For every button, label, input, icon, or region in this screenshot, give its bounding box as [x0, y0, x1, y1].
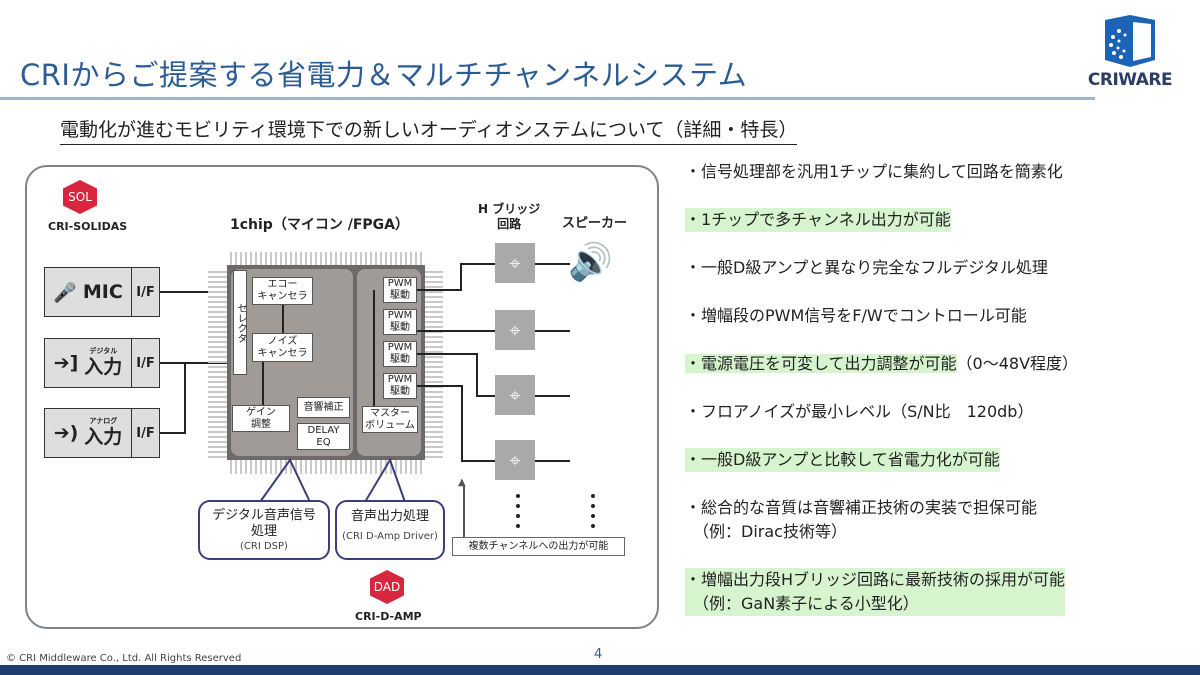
input-type: デジタル	[89, 347, 118, 355]
wire	[460, 263, 495, 265]
master-volume-block: マスター ボリューム	[362, 406, 418, 433]
criware-logo-text: CRIWARE	[1087, 70, 1173, 90]
wire	[262, 362, 264, 405]
microphone-icon: 🎤	[53, 281, 77, 304]
callout-subtitle: (CRI D-Amp Driver)	[342, 531, 438, 542]
slide-title: CRIからご提案する省電力＆マルチチャンネルシステム	[20, 58, 748, 92]
chip-pins	[230, 252, 425, 265]
wire	[535, 460, 570, 462]
copyright: © CRI Middleware Co., Ltd. All Rights Re…	[6, 653, 242, 664]
interface-label: I/F	[131, 409, 159, 457]
input-label: 入力	[84, 356, 123, 378]
analog-input-block: ➔) アナログ入力 I/F	[44, 408, 160, 458]
digital-input-block: ➔] デジタル入力 I/F	[44, 338, 160, 388]
chip-pins	[208, 268, 227, 458]
feature-bullet: ・一般D級アンプと異なり完全なフルデジタル処理	[685, 258, 1048, 277]
feature-bullet: ・一般D級アンプと比較して省電力化が可能	[685, 448, 1000, 472]
echo-canceller-block: エコー キャンセラ	[252, 277, 313, 305]
arrow-up-icon: ▲	[458, 477, 466, 488]
chip-pins	[230, 460, 425, 474]
speaker-label: スピーカー	[562, 216, 628, 231]
wire	[461, 385, 463, 460]
bullet-text: ・増幅出力段Hブリッジ回路に最新技術の採用が可能	[685, 570, 1066, 589]
wire	[184, 362, 186, 434]
dad-badge: DAD	[370, 570, 404, 604]
feature-bullet: ・フロアノイズが最小レベル（S/N比 120db）	[685, 402, 1034, 421]
bullet-text: ・総合的な音質は音響補正技術の実装で担保可能	[685, 498, 1038, 517]
wire	[373, 290, 375, 406]
interface-label: I/F	[131, 339, 159, 387]
footer-bar	[0, 665, 1200, 675]
mic-input-block: 🎤MIC I/F	[44, 267, 160, 317]
wire	[535, 330, 570, 332]
wire	[535, 263, 570, 265]
page-number: 4	[594, 647, 603, 662]
feature-bullet: ・信号処理部を汎用1チップに集約して回路を簡素化	[685, 162, 1063, 181]
dsp-callout: デジタル音声信号 処理 (CRI DSP)	[198, 500, 330, 560]
interface-label: I/F	[131, 268, 159, 316]
wire	[476, 353, 478, 395]
wire	[476, 395, 495, 397]
hbridge-circuit-icon: ⌖	[495, 440, 535, 480]
feature-bullet: ・電源電圧を可変して出力調整が可能（0～48V程度）	[685, 352, 1078, 376]
sol-badge: SOL	[63, 180, 97, 214]
criware-cube-icon	[1105, 15, 1155, 67]
bullet-text-line2: （例：GaN素子による小型化）	[685, 594, 919, 613]
callout-pointers	[259, 457, 406, 503]
pwm-driver-block: PWM 駆動	[383, 373, 417, 399]
wire	[535, 395, 570, 397]
wire	[460, 263, 462, 291]
wire	[417, 353, 477, 355]
bullet-text-line2: （例：Dirac技術等）	[685, 522, 847, 541]
dad-name: CRI-D-AMP	[355, 610, 422, 623]
feature-bullet: ・総合的な音質は音響補正技術の実装で担保可能 （例：Dirac技術等）	[685, 496, 1037, 544]
acoustic-correction-block: 音響補正	[297, 397, 350, 418]
callout-subtitle: (CRI DSP)	[240, 541, 288, 552]
multi-channel-note: 複数チャンネルへの出力が可能	[452, 537, 625, 556]
feature-bullet: ・増幅段のPWM信号をF/Wでコントロール可能	[685, 306, 1027, 325]
hbridge-circuit-icon: ⌖	[495, 310, 535, 350]
criware-logo: CRIWARE	[1085, 15, 1175, 95]
hbridge-label: H ブリッジ 回路	[478, 202, 541, 231]
delay-eq-block: DELAY EQ	[297, 423, 350, 450]
selector-block: セレクタ	[233, 270, 247, 375]
wire	[417, 385, 462, 387]
bullet-suffix: （0～48V程度）	[956, 354, 1079, 373]
feature-bullet: ・1チップで多チャンネル出力が可能	[685, 208, 951, 232]
amp-callout: 音声出力処理 (CRI D-Amp Driver)	[335, 500, 445, 560]
feature-bullet: ・増幅出力段Hブリッジ回路に最新技術の採用が可能 （例：GaN素子による小型化）	[685, 568, 1066, 616]
input-label: MIC	[82, 281, 123, 303]
wire	[160, 362, 233, 364]
pwm-driver-block: PWM 駆動	[383, 277, 417, 303]
chip-label: 1chip（マイコン /FPGA）	[230, 217, 409, 233]
analog-input-icon: ➔)	[53, 422, 79, 444]
more-channels-dots	[591, 494, 595, 528]
input-type: アナログ	[89, 417, 118, 425]
speaker-icon: 🔊	[568, 242, 613, 283]
bullet-text: ・電源電圧を可変して出力調整が可能	[685, 354, 957, 373]
sol-name: CRI-SOLIDAS	[48, 220, 128, 233]
callout-title: デジタル音声信号 処理	[212, 508, 316, 539]
wire	[282, 305, 284, 333]
chip-pins	[425, 268, 443, 458]
input-label: 入力	[84, 426, 123, 448]
wire	[461, 460, 495, 462]
hbridge-circuit-icon: ⌖	[495, 375, 535, 415]
wire	[417, 289, 461, 291]
arrow-line	[463, 485, 465, 537]
noise-canceller-block: ノイズ キャンセラ	[252, 333, 313, 362]
wire	[417, 330, 495, 332]
more-channels-dots	[516, 494, 520, 528]
callout-title: 音声出力処理	[350, 509, 429, 524]
wire	[160, 432, 185, 434]
hbridge-circuit-icon: ⌖	[495, 243, 535, 283]
pwm-driver-block: PWM 駆動	[383, 341, 417, 367]
digital-input-icon: ➔]	[53, 352, 79, 374]
wire	[160, 291, 233, 293]
title-divider	[0, 97, 1095, 100]
pwm-driver-block: PWM 駆動	[383, 309, 417, 335]
slide-subtitle: 電動化が進むモビリティ環境下での新しいオーディオシステムについて（詳細・特長）	[60, 115, 798, 145]
gain-block: ゲイン 調整	[232, 405, 290, 432]
